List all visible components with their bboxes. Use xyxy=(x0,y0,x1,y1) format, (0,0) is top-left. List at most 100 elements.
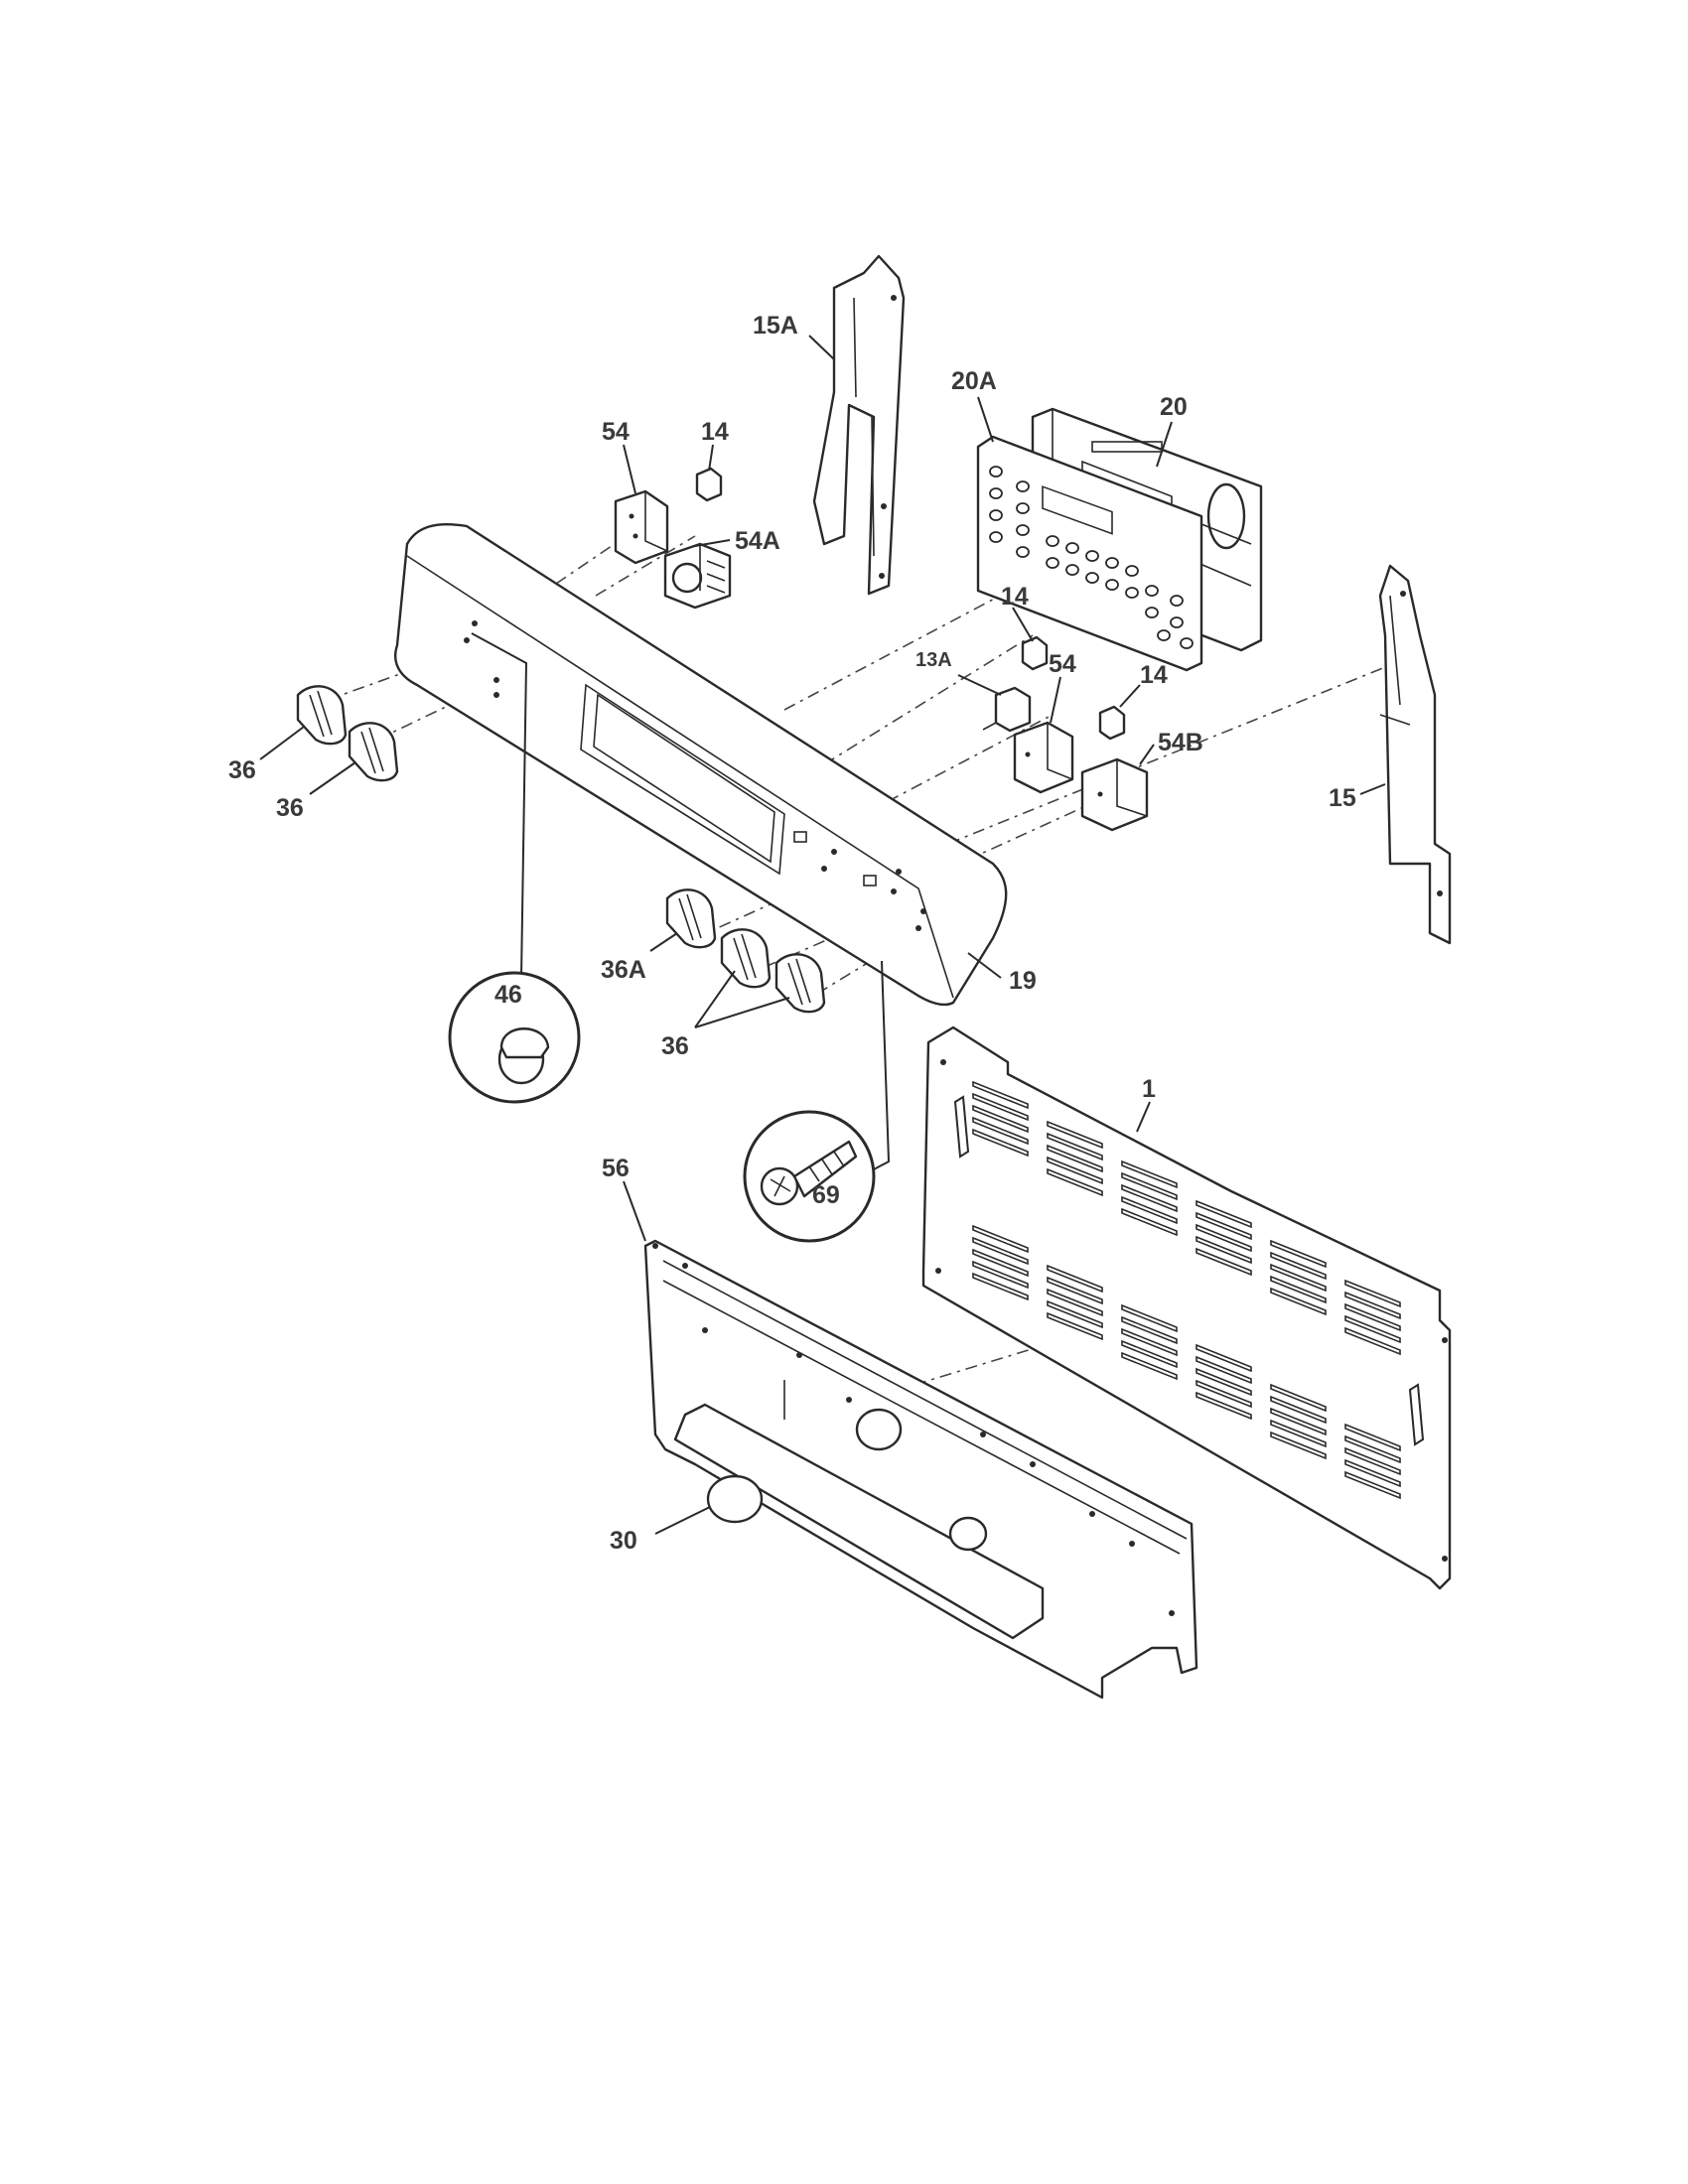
vent-louvre xyxy=(1196,1379,1252,1409)
keypad-button xyxy=(989,466,1003,478)
vent-louvre xyxy=(972,1248,1029,1278)
knob-36-upper-left xyxy=(296,685,348,746)
vent-louvre xyxy=(1344,1279,1401,1308)
keypad-button xyxy=(1016,546,1030,558)
relay-14-top xyxy=(695,467,723,502)
keypad-button xyxy=(1157,629,1171,641)
vent-louvre xyxy=(1270,1263,1327,1293)
vent-louvre xyxy=(1121,1339,1178,1369)
vent-louvre xyxy=(1121,1195,1178,1225)
vent-louvre xyxy=(1196,1355,1252,1385)
vent-louvre xyxy=(972,1116,1029,1146)
side-bracket-15 xyxy=(1378,564,1452,945)
vent-louvre xyxy=(1270,1251,1327,1281)
keypad-button xyxy=(1065,564,1079,576)
keypad-button xyxy=(1016,524,1030,536)
vent-louvre xyxy=(1196,1247,1252,1277)
vent-louvre xyxy=(1270,1395,1327,1425)
vent-louvre xyxy=(972,1260,1029,1290)
relay-14-right xyxy=(1098,705,1126,741)
vent-louvre xyxy=(1196,1211,1252,1241)
vent-louvre xyxy=(1047,1299,1103,1329)
keypad-button xyxy=(1105,579,1119,591)
switch-13a xyxy=(982,686,1032,733)
vent-louvre xyxy=(972,1104,1029,1134)
callout-30: 30 xyxy=(610,1527,637,1555)
detail-46-circle xyxy=(448,971,581,1104)
switch-54b xyxy=(1080,757,1149,832)
leader-69 xyxy=(873,960,891,1170)
callout-54a: 54A xyxy=(735,527,780,555)
keypad-button xyxy=(1046,557,1059,569)
keypad-overlay-20a xyxy=(976,435,1203,672)
vent-louvre xyxy=(1196,1199,1252,1229)
vent-louvre xyxy=(1047,1144,1103,1173)
vent-louvre xyxy=(1047,1276,1103,1305)
callout-1: 1 xyxy=(1142,1075,1156,1103)
vent-louvre xyxy=(1344,1291,1401,1320)
vent-louvre xyxy=(1196,1343,1252,1373)
callout-36-upper: 36 xyxy=(228,756,256,784)
keypad-button xyxy=(989,487,1003,499)
switch-54-top xyxy=(614,489,669,565)
callout-20: 20 xyxy=(1160,393,1188,421)
hole-plug-30 xyxy=(706,1474,764,1524)
vent-louvre xyxy=(972,1236,1029,1266)
keypad-button xyxy=(1105,557,1119,569)
vent-louvre xyxy=(1270,1431,1327,1460)
keypad-button xyxy=(1125,565,1139,577)
vent-louvre xyxy=(1344,1470,1401,1500)
relay-14-mid xyxy=(1021,635,1049,671)
knob-36-right xyxy=(774,953,826,1014)
vent-louvre xyxy=(1344,1326,1401,1356)
keypad-button xyxy=(1125,587,1139,599)
keypad-button xyxy=(1065,542,1079,554)
vent-louvre xyxy=(1344,1458,1401,1488)
vent-louvre xyxy=(1121,1171,1178,1201)
vent-louvre xyxy=(1344,1434,1401,1464)
callout-36a: 36A xyxy=(601,956,646,984)
callout-54-mid: 54 xyxy=(1049,650,1076,678)
keypad-button xyxy=(1085,572,1099,584)
vent-louvre xyxy=(972,1272,1029,1301)
vent-louvre xyxy=(1196,1367,1252,1397)
callout-13a: 13A xyxy=(915,649,952,671)
vent-louvre xyxy=(1196,1235,1252,1265)
callout-36-lower: 36 xyxy=(276,794,304,822)
keypad-button xyxy=(1145,607,1159,618)
keypad-button xyxy=(1016,502,1030,514)
vent-louvre xyxy=(1047,1132,1103,1161)
vent-louvre xyxy=(1121,1183,1178,1213)
vent-louvre xyxy=(1121,1207,1178,1237)
keypad-button xyxy=(989,531,1003,543)
callout-14-right: 14 xyxy=(1140,661,1168,689)
vent-louvre xyxy=(1047,1120,1103,1150)
callout-69: 69 xyxy=(812,1181,840,1209)
callout-19: 19 xyxy=(1009,967,1037,995)
keypad-button xyxy=(989,509,1003,521)
switch-54a xyxy=(663,542,732,610)
vent-louvre xyxy=(1270,1383,1327,1413)
callout-15: 15 xyxy=(1329,784,1356,812)
keypad-button xyxy=(1085,550,1099,562)
callout-54b: 54B xyxy=(1158,729,1203,756)
vent-louvre xyxy=(1270,1275,1327,1304)
detail-69-circle xyxy=(743,1110,876,1243)
callout-labels: 15A 20A 20 54 14 54A 14 13A 54 14 54B 15… xyxy=(228,312,1356,1555)
vent-louvre xyxy=(1047,1311,1103,1341)
callout-14-mid: 14 xyxy=(1001,583,1029,611)
callout-54-top: 54 xyxy=(602,418,630,446)
keypad-buttons xyxy=(989,466,1194,649)
vent-louvre xyxy=(972,1128,1029,1158)
callout-15a: 15A xyxy=(753,312,798,340)
keypad-button xyxy=(1016,480,1030,492)
vent-louvre xyxy=(1270,1287,1327,1316)
keypad-button xyxy=(1170,616,1184,628)
vent-louvre xyxy=(1344,1423,1401,1452)
vent-louvre xyxy=(1121,1315,1178,1345)
callout-14-top: 14 xyxy=(701,418,729,446)
vent-louvre xyxy=(1121,1303,1178,1333)
vent-louvre xyxy=(972,1092,1029,1122)
vent-louvre xyxy=(1047,1264,1103,1294)
